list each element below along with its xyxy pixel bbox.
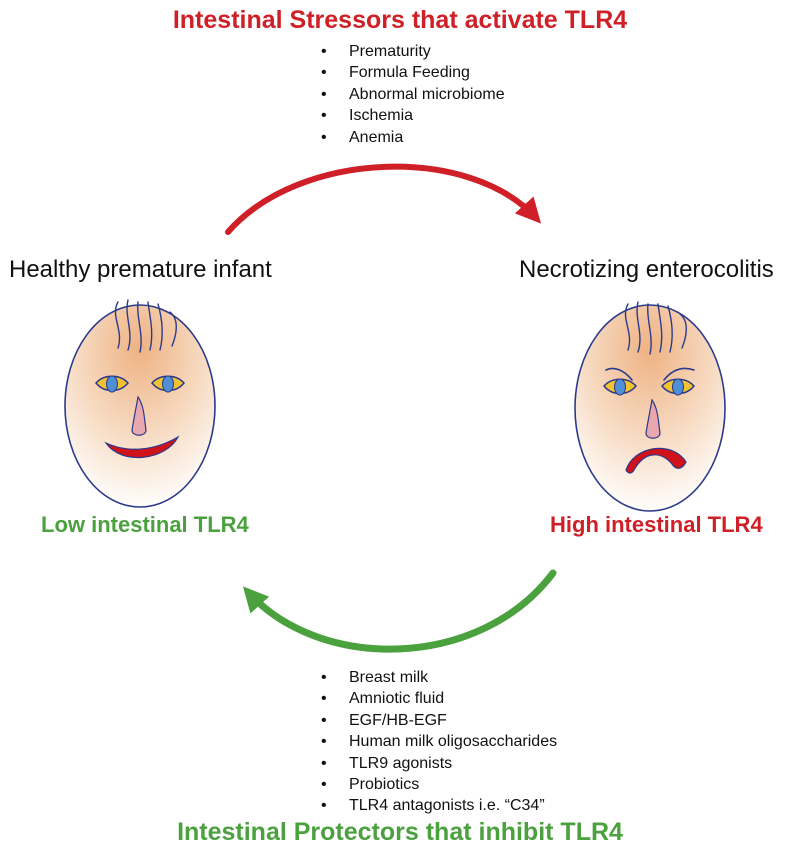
hair-icon (114, 299, 177, 353)
protector-list: Breast milk Amniotic fluid EGF/HB-EGF Hu… (318, 667, 557, 817)
nec-label: Necrotizing enterocolitis (519, 256, 774, 283)
activation-arrow (225, 163, 542, 235)
nose-icon (131, 395, 147, 436)
stressors-title: Intestinal Stressors that activate TLR4 (172, 6, 628, 34)
list-item: Human milk oligosaccharides (318, 731, 557, 753)
inhibition-arrow (242, 569, 557, 653)
list-item: Breast milk (318, 667, 557, 689)
low-tlr4-label: Low intestinal TLR4 (41, 512, 249, 537)
eye-icon (95, 375, 129, 393)
list-item: Ischemia (318, 105, 505, 127)
eye-icon (661, 378, 695, 396)
healthy-infant-label: Healthy premature infant (9, 256, 272, 283)
high-tlr4-label: High intestinal TLR4 (550, 512, 763, 537)
frown-mouth-icon (625, 447, 687, 474)
sad-face-icon (574, 301, 726, 512)
list-item: Anemia (318, 127, 505, 149)
list-item: Probiotics (318, 774, 557, 796)
nose-icon (645, 398, 661, 439)
list-item: TLR9 agonists (318, 753, 557, 775)
eye-icon (603, 378, 637, 396)
list-item: Abnormal microbiome (318, 84, 505, 106)
protectors-title: Intestinal Protectors that inhibit TLR4 (177, 818, 623, 846)
list-item: TLR4 antagonists i.e. “C34” (318, 795, 557, 817)
list-item: Amniotic fluid (318, 688, 557, 710)
eye-icon (151, 375, 185, 393)
happy-face-icon (64, 299, 216, 508)
hair-icon (624, 301, 687, 355)
frown-brow-icon (605, 367, 695, 381)
list-item: EGF/HB-EGF (318, 710, 557, 732)
list-item: Prematurity (318, 41, 505, 63)
list-item: Formula Feeding (318, 62, 505, 84)
smile-icon (104, 435, 180, 459)
stressor-list: Prematurity Formula Feeding Abnormal mic… (318, 41, 505, 148)
